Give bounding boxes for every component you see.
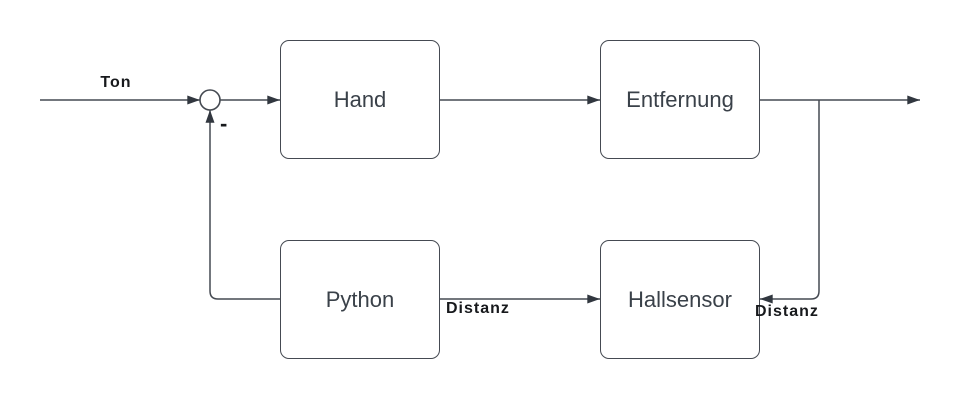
block-hallsensor-label: Hallsensor xyxy=(628,286,732,312)
signal-label-ton: Ton xyxy=(100,74,132,91)
edge-python-to-sum xyxy=(205,109,280,300)
block-entfernung: Entfernung xyxy=(600,40,760,159)
block-python: Python xyxy=(280,240,440,359)
block-hand: Hand xyxy=(280,40,440,159)
summing-junction-icon xyxy=(199,89,221,111)
signal-label-distanz-python-hallsensor: Distanz xyxy=(446,300,510,317)
block-python-label: Python xyxy=(325,286,395,312)
block-hallsensor: Hallsensor xyxy=(600,240,760,359)
signal-label-distanz-feedback: Distanz xyxy=(755,303,819,320)
block-hand-label: Hand xyxy=(333,86,387,112)
block-entfernung-label: Entfernung xyxy=(626,86,734,112)
summing-junction-minus-sign: - xyxy=(220,111,228,136)
edge-feedback-output-to-hallsensor xyxy=(759,100,820,304)
